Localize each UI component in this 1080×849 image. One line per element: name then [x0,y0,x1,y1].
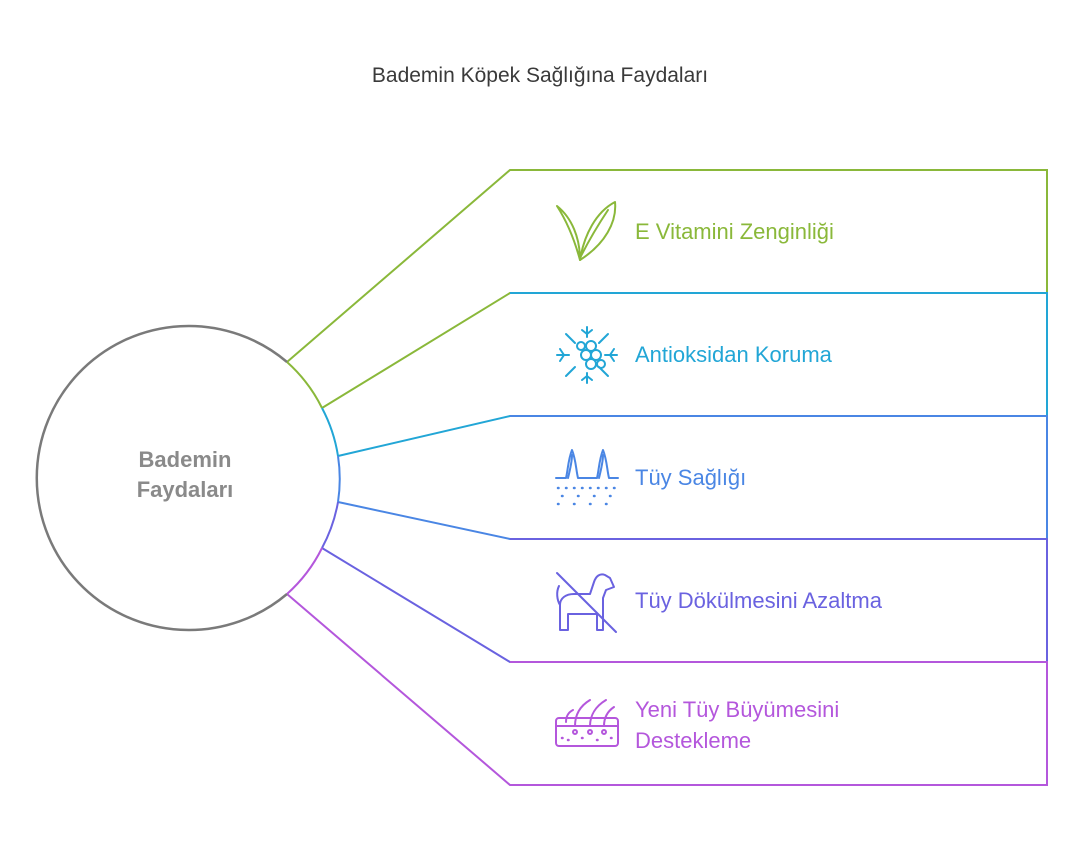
branch-2-outline [337,292,1048,457]
arc-segment-4 [321,501,339,549]
branch-1-outline [286,169,1048,409]
hair-follicle-icon [555,449,619,506]
branch-e-vitamini [286,169,1048,409]
skin-hair-growth-icon [555,699,619,747]
item-label-line1: Antioksidan Koruma [635,342,832,367]
center-label: Bademin Faydaları [35,445,335,505]
item-label-tuy-dokulmesi: Tüy Dökülmesini Azaltma [635,585,882,616]
item-label-line1: Tüy Dökülmesini Azaltma [635,588,882,613]
arc-segment-3 [337,455,341,503]
center-label-line1: Bademin [138,447,232,472]
leaf-icon [556,201,617,261]
arc-segment-1 [286,361,323,409]
snowflake-molecule-icon [556,326,618,384]
arc-segment-2 [321,407,339,457]
item-label-antioksidan: Antioksidan Koruma [635,339,832,370]
diagram-title: Bademin Köpek Sağlığına Faydaları [371,64,709,87]
item-label-tuy-sagligi: Tüy Sağlığı [635,462,746,493]
branch-antioksidan [321,292,1048,457]
center-label-line2: Faydaları [136,477,234,502]
no-dog-icon [556,572,617,633]
branch-yeni-tuy [286,547,1048,786]
item-label-e-vitamini: E Vitamini Zenginliği [635,216,834,247]
branch-tuy-dokulmesi [321,501,1048,663]
item-label-line1: Tüy Sağlığı [635,465,747,490]
item-label-line1: E Vitamini Zenginliği [635,219,834,244]
item-label-yeni-tuy: Yeni Tüy Büyümesini Destekleme [635,694,839,756]
item-label-line1: Yeni Tüy Büyümesini [635,697,840,722]
center-circle [35,324,288,632]
arc-segment-5 [286,547,323,595]
branch-5-outline [286,593,1048,786]
item-label-line2: Destekleme [635,728,752,753]
